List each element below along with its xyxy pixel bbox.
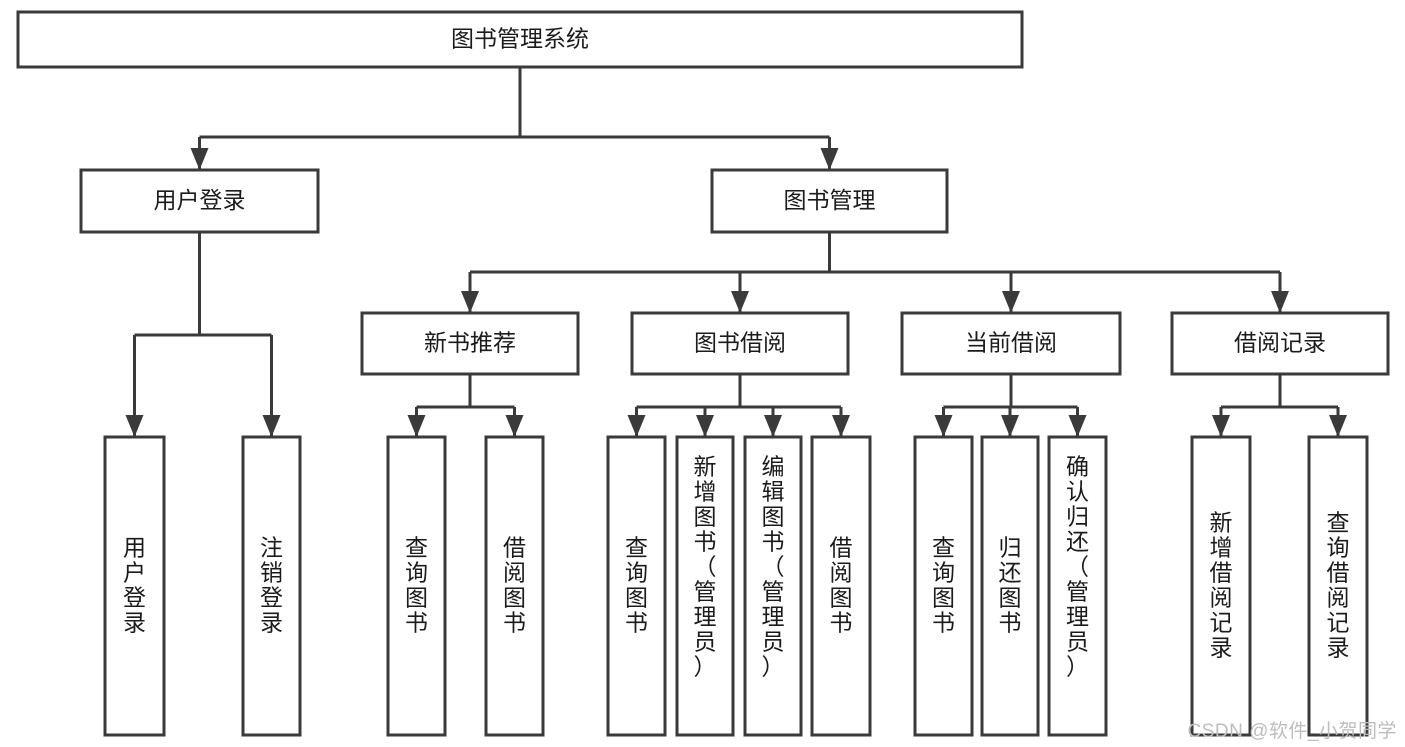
- node-leaf_login_1[interactable]: 注销登录: [241, 435, 302, 737]
- node-label: 归还图书: [999, 535, 1022, 636]
- node-box: [606, 435, 667, 737]
- node-label: 新增借阅记录: [1210, 510, 1233, 661]
- node-box: [913, 435, 974, 737]
- node-leaf_login_0[interactable]: 用户登录: [103, 435, 166, 737]
- arrow-head-icon: [764, 415, 782, 437]
- arrow-head-icon: [1329, 415, 1347, 437]
- node-leaf_cur_0[interactable]: 查询图书: [913, 435, 974, 737]
- node-leaf_new_0[interactable]: 查询图书: [386, 435, 447, 737]
- node-label: 借阅图书: [830, 535, 853, 636]
- node-leaf_borrow_0[interactable]: 查询图书: [606, 435, 667, 737]
- node-label: 图书管理系统: [451, 26, 589, 52]
- node-l2_2[interactable]: 当前借阅: [900, 311, 1122, 376]
- arrow-head-icon: [1271, 291, 1289, 313]
- node-leaf_rec_1[interactable]: 查询借阅记录: [1307, 435, 1369, 737]
- node-leaf_rec_0[interactable]: 新增借阅记录: [1190, 435, 1252, 737]
- node-box: [360, 311, 580, 376]
- node-box: [810, 435, 872, 737]
- node-label: 确认归还（管理员）: [1066, 454, 1089, 680]
- node-label: 新增图书（管理员）: [694, 454, 717, 680]
- arrow-head-icon: [1068, 415, 1087, 437]
- node-box: [980, 435, 1040, 737]
- node-label: 新书推荐: [424, 330, 516, 356]
- arrow-head-icon: [505, 415, 524, 437]
- node-leaf_cur_1[interactable]: 归还图书: [980, 435, 1040, 737]
- arrow-head-icon: [461, 291, 479, 313]
- node-label: 借阅图书: [503, 535, 526, 636]
- node-label: 查询图书: [405, 535, 428, 636]
- node-leaf_borrow_3[interactable]: 借阅图书: [810, 435, 872, 737]
- node-box: [1190, 435, 1252, 737]
- node-l2_1[interactable]: 图书借阅: [630, 311, 850, 376]
- node-label: 查询借阅记录: [1327, 510, 1350, 661]
- node-leaf_borrow_2[interactable]: 编辑图书（管理员）: [743, 435, 803, 737]
- node-label: 编辑图书（管理员）: [762, 454, 785, 680]
- node-label: 图书管理: [784, 187, 876, 213]
- node-l1_0[interactable]: 用户登录: [79, 168, 320, 234]
- node-root[interactable]: 图书管理系统: [16, 10, 1024, 69]
- node-box: [743, 435, 803, 737]
- node-leaf_borrow_1[interactable]: 新增图书（管理员）: [675, 435, 735, 737]
- node-label: 注销登录: [260, 535, 283, 636]
- node-label: 查询图书: [932, 535, 955, 636]
- arrow-head-icon: [731, 291, 749, 313]
- node-box: [103, 435, 166, 737]
- arrow-head-icon: [190, 148, 209, 170]
- node-label: 查询图书: [625, 535, 648, 636]
- arrow-head-icon: [820, 148, 839, 170]
- node-layer: 图书管理系统用户登录图书管理新书推荐图书借阅当前借阅借阅记录用户登录注销登录查询…: [16, 10, 1390, 737]
- node-box: [1047, 435, 1108, 737]
- node-label: 用户登录: [123, 535, 146, 636]
- node-box: [1170, 311, 1390, 376]
- arrow-head-icon: [125, 415, 144, 437]
- arrow-head-icon: [1212, 415, 1230, 437]
- node-label: 图书借阅: [694, 330, 786, 356]
- node-box: [710, 168, 949, 234]
- node-box: [16, 10, 1024, 69]
- node-box: [630, 311, 850, 376]
- node-leaf_new_1[interactable]: 借阅图书: [484, 435, 545, 737]
- arrow-head-icon: [627, 415, 646, 437]
- node-box: [386, 435, 447, 737]
- arrow-head-icon: [696, 415, 714, 437]
- node-box: [900, 311, 1122, 376]
- node-box: [675, 435, 735, 737]
- node-box: [241, 435, 302, 737]
- watermark-label: CSDN @软件_小贺同学: [1187, 721, 1397, 742]
- node-l2_0[interactable]: 新书推荐: [360, 311, 580, 376]
- arrow-head-icon: [1001, 415, 1019, 437]
- connector-layer: [125, 67, 1347, 437]
- arrow-head-icon: [934, 415, 953, 437]
- node-label: 用户登录: [154, 187, 246, 213]
- node-label: 当前借阅: [965, 330, 1057, 356]
- node-box: [484, 435, 545, 737]
- node-leaf_cur_2[interactable]: 确认归还（管理员）: [1047, 435, 1108, 737]
- node-l1_1[interactable]: 图书管理: [710, 168, 949, 234]
- arrow-head-icon: [832, 415, 850, 437]
- arrow-head-icon: [1002, 291, 1020, 313]
- node-label: 借阅记录: [1234, 330, 1326, 356]
- node-box: [1307, 435, 1369, 737]
- node-box: [79, 168, 320, 234]
- arrow-head-icon: [262, 415, 281, 437]
- arrow-head-icon: [407, 415, 426, 437]
- node-l2_3[interactable]: 借阅记录: [1170, 311, 1390, 376]
